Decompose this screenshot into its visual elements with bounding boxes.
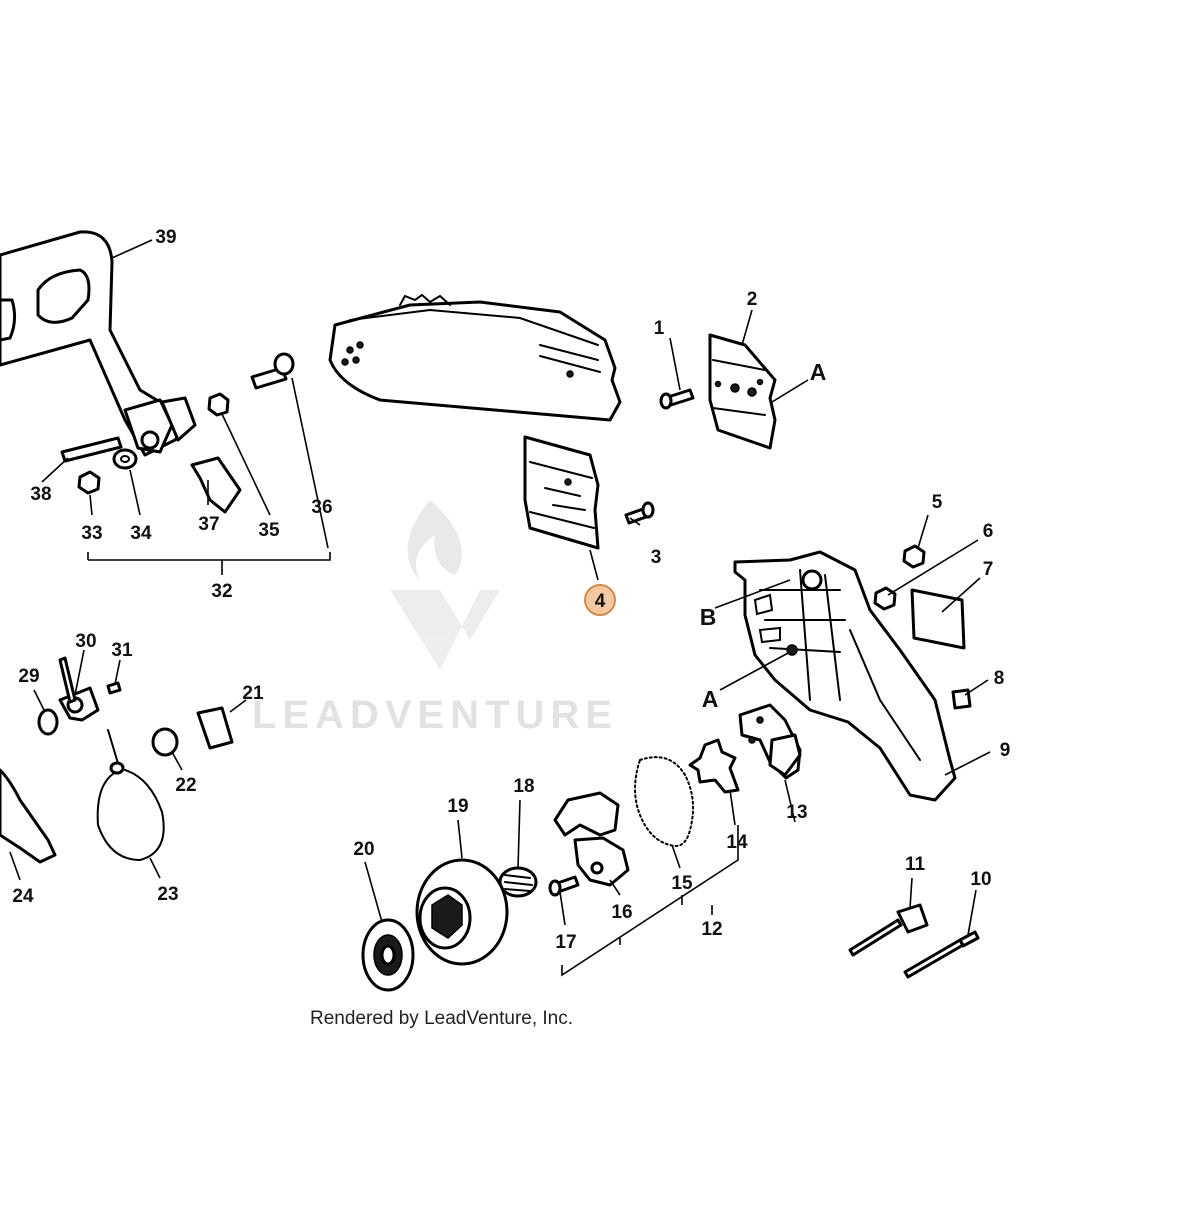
callout-34: 34 [130, 523, 152, 544]
callout-33: 33 [81, 523, 102, 544]
callout-labels: 1 2 3 5 6 7 8 9 10 11 12 13 14 15 16 17 … [12, 227, 1010, 953]
callout-8: 8 [994, 668, 1005, 689]
plate-part-13 [738, 703, 802, 780]
callout-36: 36 [311, 497, 332, 518]
callout-35: 35 [258, 520, 280, 541]
callout-37: 37 [198, 514, 219, 535]
highlight-marker[interactable] [584, 584, 616, 616]
pin-part-31 [106, 681, 122, 695]
ref-letter-b: B [700, 604, 717, 630]
wrench-part-11 [848, 903, 929, 957]
clutch-part-16 [553, 791, 630, 887]
rim-sprocket-part-20 [361, 918, 415, 992]
brake-band-part-23 [96, 729, 165, 862]
guide-bar-part [328, 293, 622, 422]
callout-9: 9 [1000, 740, 1011, 761]
leader-lines [9, 239, 991, 977]
ref-letter-a-bottom: A [702, 686, 719, 712]
callout-21: 21 [242, 683, 264, 704]
clip-part-37 [190, 456, 242, 514]
callout-23: 23 [157, 884, 178, 905]
callout-20: 20 [353, 839, 374, 860]
screw-part-17 [548, 875, 580, 897]
callout-14: 14 [726, 832, 748, 853]
nut-part-6 [873, 586, 897, 611]
callout-29: 29 [18, 666, 39, 687]
render-credit: Rendered by LeadVenture, Inc. [310, 1008, 573, 1029]
housing-part-9 [733, 550, 957, 802]
callout-4[interactable]: 4 [595, 591, 606, 612]
callout-22: 22 [175, 775, 196, 796]
pin-part [60, 436, 123, 463]
bearing-part-18 [498, 866, 538, 898]
inner-plate-part-4 [523, 435, 600, 550]
hand-guard-part [0, 230, 197, 457]
callout-17: 17 [555, 932, 576, 953]
callout-19: 19 [447, 796, 468, 817]
spring-part-15 [634, 756, 695, 847]
plate-part-2 [708, 333, 777, 450]
callout-6: 6 [983, 521, 994, 542]
nut-part-33 [77, 470, 101, 495]
lever-part-30 [58, 656, 100, 722]
callout-10: 10 [970, 869, 991, 890]
clutch-drum-part-19 [415, 858, 509, 966]
callout-2: 2 [747, 289, 758, 310]
callout-12: 12 [701, 919, 722, 940]
screw-part-1 [659, 388, 695, 410]
callout-7: 7 [983, 559, 994, 580]
callout-30: 30 [75, 631, 96, 652]
callout-38: 38 [30, 484, 51, 505]
bush-part-29 [37, 708, 59, 736]
screw-part-3 [624, 501, 655, 525]
callout-16: 16 [611, 902, 632, 923]
brake-lever-part-24 [0, 768, 57, 864]
highlighted-callout-4[interactable]: 4 [584, 584, 616, 616]
callout-1: 1 [654, 318, 665, 339]
callout-18: 18 [513, 776, 534, 797]
watermark-logo [390, 500, 500, 670]
drive-star-part-14 [688, 738, 740, 794]
callout-5: 5 [932, 492, 943, 513]
nut-part-5 [902, 544, 926, 569]
callout-39: 39 [155, 227, 176, 248]
callout-13: 13 [786, 802, 807, 823]
nut-part-35 [207, 392, 230, 417]
callout-3: 3 [651, 547, 662, 568]
callout-24: 24 [12, 886, 34, 907]
callout-32: 32 [211, 581, 232, 602]
callout-15: 15 [671, 873, 693, 894]
callout-11: 11 [905, 854, 926, 875]
ref-letter-a-top: A [810, 359, 827, 385]
washer-part-34 [112, 448, 138, 470]
screwdriver-part-10 [903, 930, 980, 979]
bolt-part-36 [250, 352, 295, 390]
callout-31: 31 [111, 640, 133, 661]
watermark-text: LEADVENTURE [252, 693, 618, 737]
buffer-part-21 [196, 706, 234, 750]
bush-part-22 [151, 727, 179, 757]
